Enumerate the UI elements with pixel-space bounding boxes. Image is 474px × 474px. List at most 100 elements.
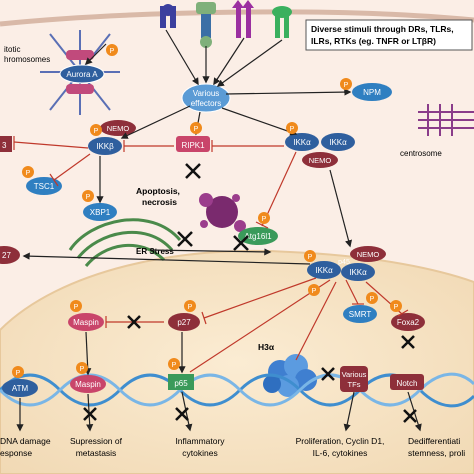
- ikkb-node: [88, 137, 122, 155]
- svg-text:P: P: [394, 304, 399, 311]
- nemo-right-node: [302, 152, 338, 168]
- outcome-dna-2: esponse: [0, 448, 32, 458]
- svg-text:P: P: [86, 194, 91, 201]
- nemo-left-node: [100, 120, 136, 136]
- er-stress-label: ER Stress: [136, 247, 174, 256]
- activation-arrows: [16, 29, 422, 432]
- svg-text:P: P: [188, 304, 193, 311]
- ikka-b-node: [321, 133, 355, 151]
- atm-label: ATM: [12, 384, 29, 393]
- svg-text:P: P: [262, 216, 267, 223]
- atg16l1-node: [238, 227, 278, 245]
- svg-text:P: P: [94, 128, 99, 135]
- phospho-icon: P: [304, 250, 316, 262]
- foxa2-node: [391, 313, 425, 331]
- stimuli-line-2: ILRs, RTKs (eg. TNFR or LTβR): [311, 36, 436, 46]
- svg-text:P: P: [80, 366, 85, 373]
- notch-node: [390, 374, 424, 390]
- phospho-icon: P: [76, 362, 88, 374]
- smrt-label: SMRT: [349, 310, 372, 319]
- centrosome-icon: [418, 104, 474, 136]
- xbp1-label: XBP1: [90, 208, 111, 217]
- stimuli-box: Diverse stimuli through DRs, TLRs, ILRs,…: [305, 19, 473, 51]
- phospho-icon: P: [308, 284, 320, 296]
- phospho-icon: P: [70, 300, 82, 312]
- ripk1-node: [176, 136, 210, 152]
- xbp1-node: [83, 203, 117, 221]
- phospho-icon: P: [82, 190, 94, 202]
- receptor-group: [160, 0, 292, 48]
- ikka-nuc2-label: IKKα: [349, 268, 367, 277]
- effectors-label-2: effectors: [191, 99, 222, 108]
- phospho-icon: P: [286, 122, 298, 134]
- outcome-metastasis-2: metastasis: [76, 448, 117, 458]
- block-crosses: [83, 163, 417, 423]
- phospho-icon: P: [12, 366, 24, 378]
- h3a-label: H3α: [258, 342, 275, 352]
- phospho-icon: P: [184, 300, 196, 312]
- outcome-dna-1: DNA damage: [0, 436, 51, 446]
- svg-text:P: P: [308, 254, 313, 261]
- nemo-nuc-node: [350, 246, 386, 262]
- ikka-nuc2-node: [341, 263, 375, 281]
- svg-text:P: P: [110, 48, 115, 55]
- nemo-right-label: NEMO: [309, 156, 332, 165]
- ikka-nuc1-label: IKKα: [315, 266, 333, 275]
- svg-text:P: P: [194, 126, 199, 133]
- centrosome-label: centrosome: [400, 149, 442, 158]
- smrt-node: [343, 305, 377, 323]
- phospho-markers: P P P P P P P P P P P P P P P P P: [12, 44, 402, 378]
- maspin-top-node: [68, 313, 104, 331]
- mitotic-label-2: hromosomes: [4, 55, 50, 64]
- p45-label: p45: [338, 259, 350, 266]
- svg-text:P: P: [290, 126, 295, 133]
- effectors-label-1: Various: [193, 89, 220, 98]
- phospho-icon: P: [90, 124, 102, 136]
- outcome-inflam-2: cytokines: [182, 448, 217, 458]
- outcome-dediff-1: Dedifferentiati: [408, 436, 460, 446]
- npm-label: NPM: [363, 88, 381, 97]
- p27-node: [168, 313, 200, 331]
- svg-text:P: P: [74, 304, 79, 311]
- p27-label: p27: [177, 318, 191, 327]
- er-membrane-icon: [68, 218, 182, 267]
- atm-node: [2, 379, 38, 397]
- notch-label: Notch: [397, 379, 418, 388]
- tsc1-label: TSC1: [34, 182, 55, 191]
- nemo-left-label: NEMO: [107, 124, 130, 133]
- various-tfs-label-2: TFs: [348, 380, 361, 389]
- mitotic-label-1: itotic: [4, 45, 20, 54]
- phospho-icon: P: [258, 212, 270, 224]
- p27-left-node: [0, 246, 20, 264]
- apoptosis-label-1: Apoptosis,: [136, 186, 180, 196]
- stimuli-line-1: Diverse stimuli through DRs, TLRs,: [311, 24, 454, 34]
- outcome-metastasis-1: Supression of: [70, 436, 123, 446]
- svg-text:P: P: [16, 370, 21, 377]
- svg-text:P: P: [370, 296, 375, 303]
- various-effectors-node: [181, 83, 231, 113]
- phospho-icon: P: [390, 300, 402, 312]
- npm-node: [352, 83, 392, 101]
- tsc1-node: [26, 177, 62, 195]
- atg16l1-label: Atg16l1: [244, 232, 272, 241]
- phospho-icon: P: [168, 358, 180, 370]
- svg-text:P: P: [26, 170, 31, 177]
- p65-node: [168, 374, 194, 390]
- ripk1-label: RIPK1: [181, 141, 205, 150]
- phospho-icon: P: [340, 78, 352, 90]
- cell-membrane: [0, 9, 474, 27]
- ikka-b-label: IKKα: [329, 138, 347, 147]
- ikka-nuc1-node: [307, 261, 341, 279]
- nemo-nuc-label: NEMO: [357, 250, 380, 259]
- phospho-icon: P: [106, 44, 118, 56]
- partial-node-3: [0, 136, 12, 152]
- maspin-top-label: Maspin: [73, 318, 99, 327]
- various-tfs-label-1: Various: [342, 370, 367, 379]
- apoptosis-label-2: necrosis: [142, 197, 177, 207]
- maspin-bottom-node: [70, 375, 106, 393]
- svg-text:P: P: [172, 362, 177, 369]
- p65-label: p65: [174, 379, 188, 388]
- maspin-bottom-label: Maspin: [75, 380, 101, 389]
